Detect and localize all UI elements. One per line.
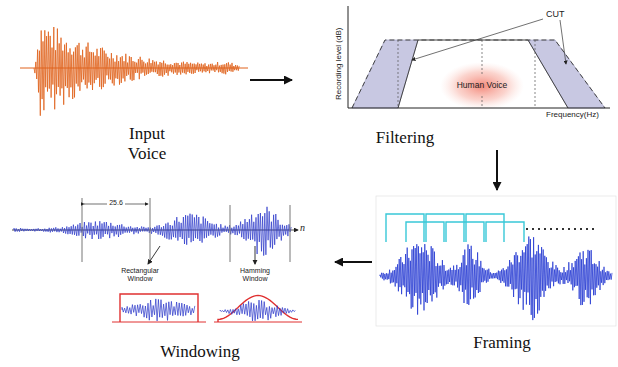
frame-bracket [446,222,484,242]
guide-line [535,40,536,108]
pointer-arrow [148,246,160,264]
stage-block: Framing [372,190,618,365]
filter-plot [348,6,610,110]
annotation-label: CUT [546,9,565,19]
flow-arrow [250,79,292,81]
annotation-label: Human Voice [457,81,508,91]
annotation-label: Hamming Window [233,267,277,283]
stage-block: Windowing [5,172,335,367]
rectangular-window [120,294,198,322]
frame-bracket [466,214,504,242]
x-axis [348,108,610,109]
guide-line [482,40,483,74]
windowing-plot [12,198,302,322]
leader-line [412,19,543,60]
speech-waveform [14,207,291,256]
plot-frame [376,196,616,326]
speech-waveform [380,237,612,321]
framing-plot [376,196,616,326]
stage-caption: Windowing [160,342,240,362]
hamming-window [218,296,298,323]
leader-line [560,20,566,64]
annotation-label: Rectangular Window [118,267,162,283]
frame-mark [82,198,83,262]
windowed-segment [220,300,295,321]
voice-waveform [34,27,239,116]
stage-caption: Input Voice [117,124,177,164]
stage-block: Input Voice [20,0,250,170]
filter-outline [352,40,605,108]
window-baseline [112,322,206,323]
frame-bracket [386,214,424,242]
stage-caption: Filtering [376,128,435,148]
flow-arrow [335,261,372,263]
annotation-label: n [300,222,305,234]
windowed-segment [122,299,195,321]
annotation-label: Recording level (dB) [334,28,343,100]
annotation-label: Frequency(Hz) [546,110,599,119]
frame-mark [150,198,151,262]
pointer-arrow [255,246,256,264]
frame-brackets [386,214,524,242]
guide-line [398,40,399,108]
frame-bracket [486,222,524,242]
y-axis [348,6,349,108]
passband [398,40,568,108]
annotation-label: 25.6 [107,199,125,207]
frame-mark [230,205,231,262]
cut-region [528,40,605,108]
window-baseline [214,322,302,323]
frame-mark [290,205,291,262]
frame-bracket [406,222,444,242]
continuation-dots [526,228,596,230]
stage-caption: Framing [473,333,531,353]
flow-arrow [496,150,498,190]
guide-line [482,96,483,108]
frame-bracket [426,214,464,242]
